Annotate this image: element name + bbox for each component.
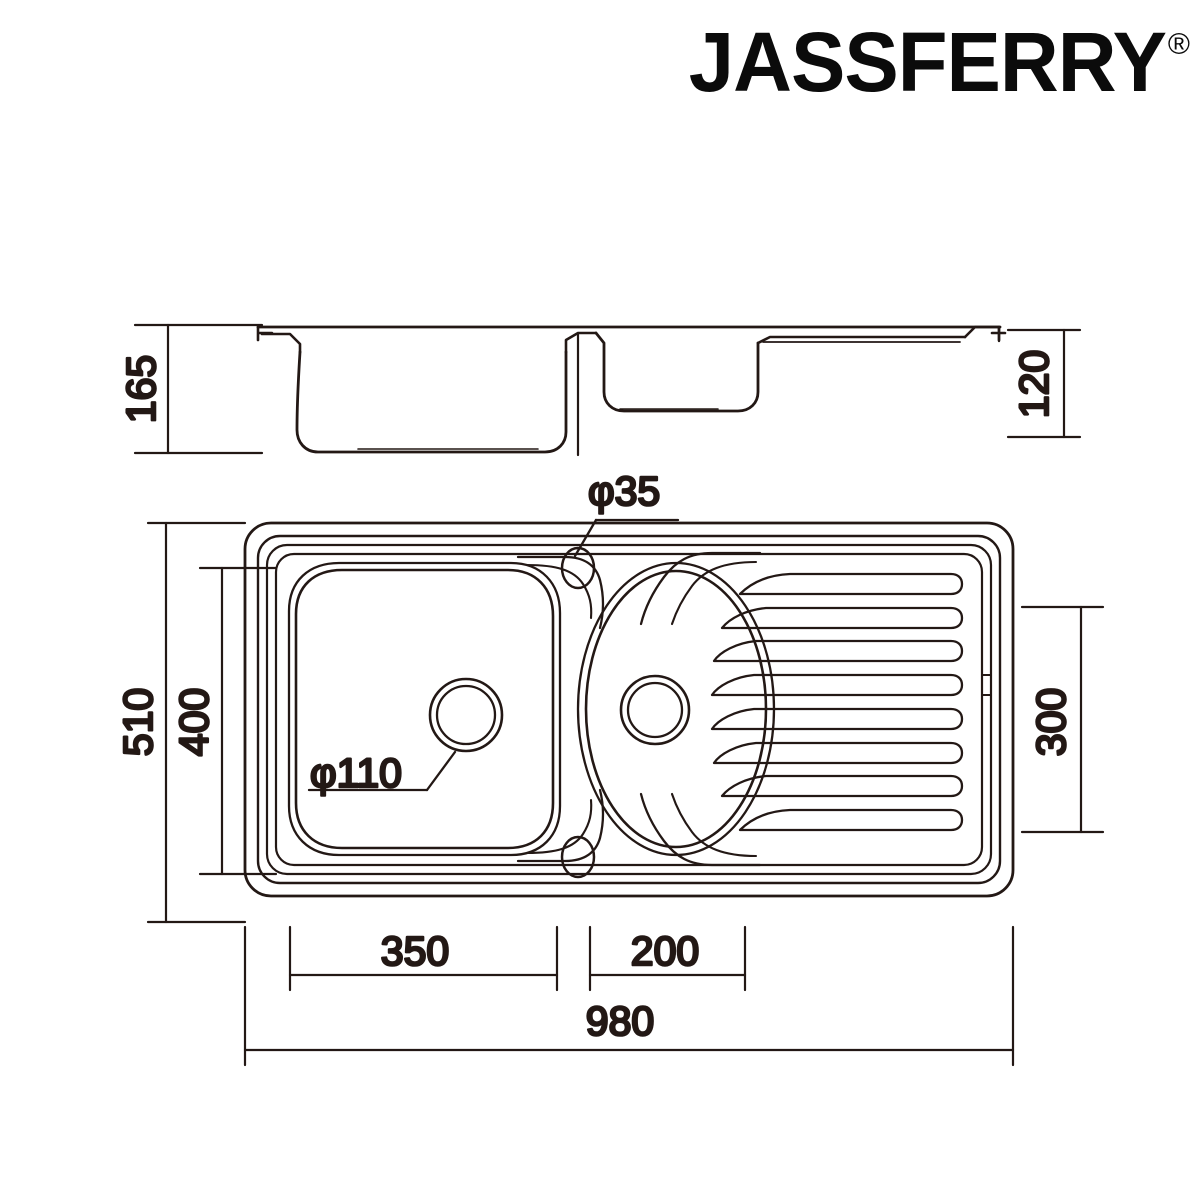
dimension-350-label: 350 [381,928,449,974]
dimension-165-label: 165 [118,355,164,423]
side-elevation-view [256,325,1007,457]
dimension-200: 200 [588,925,747,992]
callout-phi35-label: φ35 [588,468,660,514]
callout-phi110-label: φ110 [310,750,402,796]
half-bowl [576,561,776,857]
sink-outer-rim [243,521,1015,898]
dimension-510: 510 [114,521,247,924]
dimension-400: 400 [170,566,278,876]
dimension-200-label: 200 [631,928,699,974]
callout-waste-hole [307,750,457,792]
dimension-400-label: 400 [171,688,217,756]
callout-tap-hole [573,518,680,558]
drainer-ribs [710,572,964,832]
dimension-510-label: 510 [115,688,161,756]
dimension-980: 980 [243,925,1015,1067]
brand-logo: JASSFERRY ® [689,14,1190,134]
tap-hole-bottom [560,835,596,879]
dimension-300-label: 300 [1028,688,1074,756]
dimension-350: 350 [288,925,559,992]
main-bowl-waste-hole [428,677,504,753]
half-bowl-waste-hole [619,674,691,746]
plan-view [243,521,1015,898]
dimension-120: 120 [1006,328,1082,439]
tap-hole-top [560,546,596,590]
dimension-300: 300 [1020,605,1105,834]
dimension-120-label: 120 [1011,350,1057,418]
main-bowl [287,561,562,857]
dimension-165: 165 [117,323,264,455]
dimension-980-label: 980 [586,998,654,1044]
brand-name: JASSFERRY [688,15,1167,109]
registered-trademark-icon: ® [1167,28,1190,61]
